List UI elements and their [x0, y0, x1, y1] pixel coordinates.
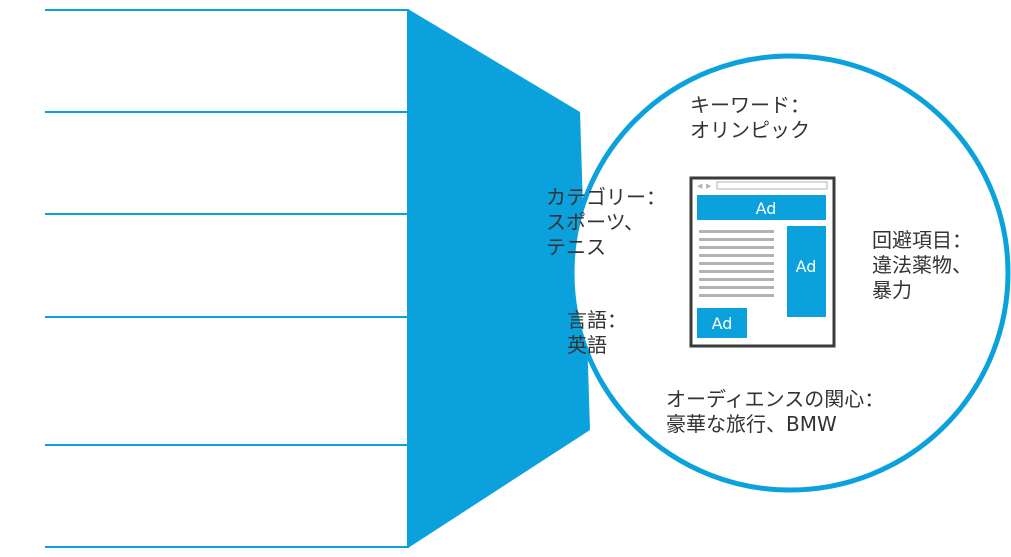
text-line [699, 262, 774, 265]
audience-value: 豪華な旅行、BMW [666, 412, 837, 436]
exclusion-value-2: 暴力 [872, 278, 912, 302]
category-value-1: スポーツ、 [546, 210, 644, 234]
language-title: 言語： [567, 308, 627, 332]
forward-arrow-icon: ▶ [706, 182, 712, 190]
ad-box [697, 308, 747, 338]
exclusion-title: 回避項目： [872, 228, 972, 252]
article-text-lines [699, 230, 774, 297]
exclusion-value-1: 違法薬物、 [872, 253, 972, 277]
ad-sidebar [787, 226, 826, 317]
text-line [699, 270, 774, 273]
category-label: カテゴリー： スポーツ、 テニス [546, 185, 666, 260]
exclusion-label: 回避項目： 違法薬物、 暴力 [872, 228, 972, 303]
language-label: 言語： 英語 [567, 308, 627, 358]
back-arrow-icon: ◀ [697, 182, 703, 190]
row-lines [45, 9, 408, 548]
ad-box-label: Ad [712, 314, 733, 333]
language-value: 英語 [567, 333, 607, 357]
category-title: カテゴリー： [546, 185, 666, 209]
zoom-wedge [408, 9, 590, 548]
ad-banner [697, 195, 826, 220]
text-line [699, 294, 774, 297]
ad-banner-label: Ad [756, 199, 777, 218]
ad-sidebar-label: Ad [796, 257, 817, 276]
text-line [699, 246, 774, 249]
keyword-title: キーワード： [690, 93, 810, 117]
text-line [699, 286, 774, 289]
web-page-mockup: ◀ ▶ Ad Ad Ad [689, 176, 836, 348]
category-value-2: テニス [546, 235, 606, 259]
keyword-label: キーワード： オリンピック [690, 93, 810, 143]
keyword-value: オリンピック [690, 118, 810, 142]
audience-label: オーディエンスの関心： 豪華な旅行、BMW [666, 387, 884, 437]
text-line [699, 278, 774, 281]
text-line [699, 254, 774, 257]
text-line [699, 238, 774, 241]
text-line [699, 230, 774, 233]
address-bar [716, 181, 828, 190]
audience-title: オーディエンスの関心： [666, 387, 885, 411]
